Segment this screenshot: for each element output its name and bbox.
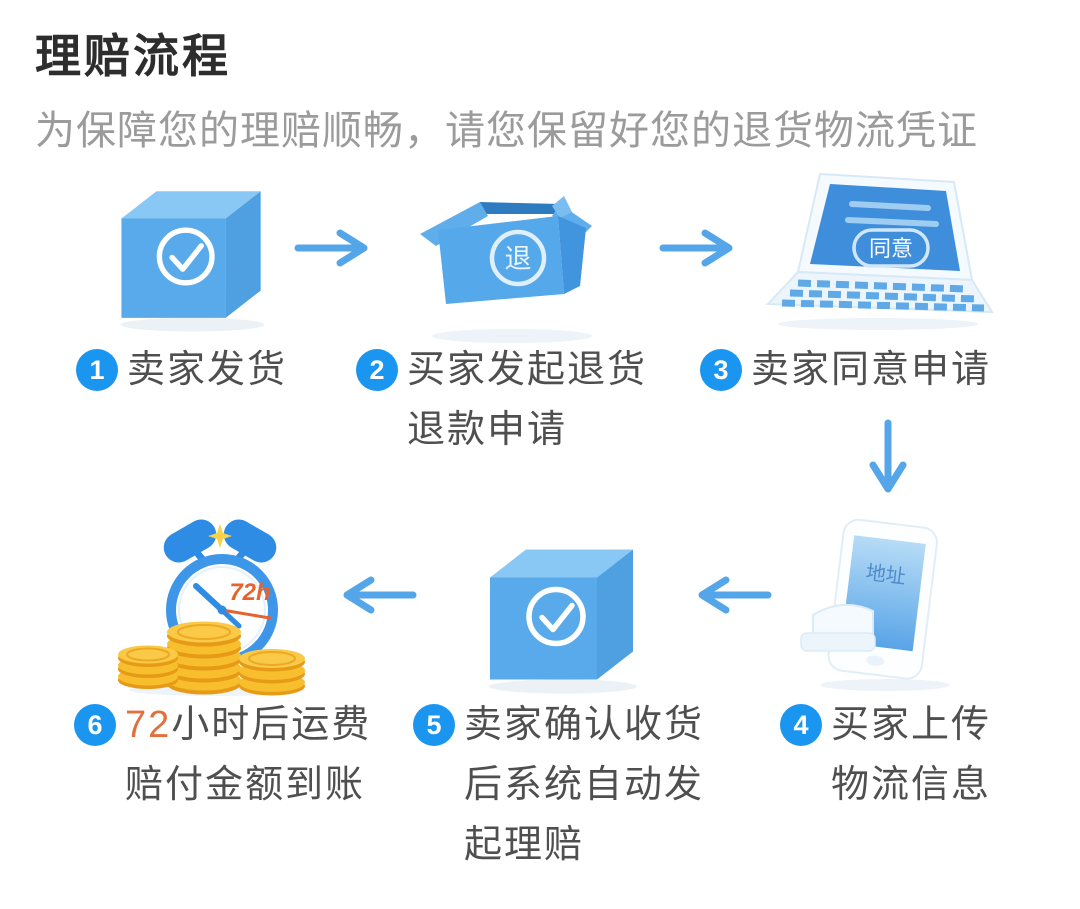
step-5-label: 5 卖家确认收货 后系统自动发 起理赔 — [413, 695, 704, 875]
page-subtitle: 为保障您的理赔顺畅，请您保留好您的退货物流凭证 — [35, 109, 978, 153]
step-number-badge: 6 — [74, 704, 116, 746]
arrow-left-icon — [693, 573, 773, 617]
step-label-line: 卖家确认收货 — [464, 704, 705, 746]
clock-72h-label: 72h — [229, 579, 270, 606]
step-label-line: 物流信息 — [831, 764, 992, 806]
step-label-line: 72小时后运费 — [125, 704, 372, 746]
arrow-left-icon — [338, 573, 418, 617]
laptop-agree-icon: 同意 — [758, 172, 998, 337]
arrow-right-icon — [293, 226, 373, 270]
step-label-line: 卖家同意申请 — [751, 349, 992, 391]
return-char-label: 退 — [505, 244, 532, 274]
coin-stack — [167, 621, 241, 695]
sparkle-icon — [208, 524, 232, 548]
agree-button-label: 同意 — [869, 236, 913, 261]
arrow-down-icon — [866, 418, 910, 502]
coin-stack — [239, 649, 305, 696]
step-number-badge: 5 — [413, 704, 455, 746]
step-2-label: 2 买家发起退货 退款申请 — [356, 340, 647, 460]
step-label-line: 起理赔 — [464, 824, 585, 866]
step-number-badge: 4 — [780, 704, 822, 746]
step-6-label: 6 72小时后运费 赔付金额到账 — [74, 695, 371, 815]
step-label-line: 卖家发货 — [127, 349, 288, 391]
step-3-label: 3 卖家同意申请 — [700, 340, 991, 400]
phone-address-icon: 地址 — [795, 515, 965, 695]
open-box-return-icon: 退 — [412, 168, 632, 348]
coin-stack — [118, 645, 178, 689]
step-label-line: 买家发起退货 — [407, 349, 648, 391]
address-screen-label: 地址 — [864, 561, 907, 589]
step-label-line: 退款申请 — [407, 409, 568, 451]
step-number-badge: 2 — [356, 349, 398, 391]
alarm-clock-coins-icon: 72h — [112, 512, 327, 697]
page-title: 理赔流程 — [35, 30, 231, 82]
highlight-72: 72 — [125, 704, 172, 746]
step-number-badge: 1 — [76, 349, 118, 391]
arrow-right-icon — [658, 226, 738, 270]
step-1-label: 1 卖家发货 — [76, 340, 287, 400]
package-check-icon — [468, 538, 658, 696]
step-label-line: 后系统自动发 — [464, 764, 705, 806]
step-label-line: 赔付金额到账 — [125, 764, 366, 806]
step-number-badge: 3 — [700, 349, 742, 391]
package-check-icon — [100, 178, 285, 336]
step-label-line: 买家上传 — [831, 704, 992, 746]
step-4-label: 4 买家上传 物流信息 — [780, 695, 991, 815]
